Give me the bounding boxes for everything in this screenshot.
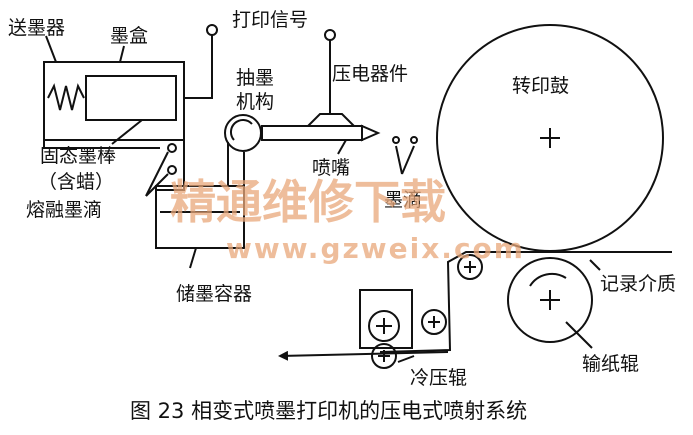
label-ink-box: 墨盒 [110, 25, 148, 47]
media-path [379, 251, 672, 353]
label-ink-reservoir: 储墨容器 [176, 283, 252, 305]
label-nozzle: 喷嘴 [312, 157, 350, 179]
ink-drop-2 [410, 136, 418, 144]
label-solid-ink-1: 固态墨棒 [40, 145, 116, 167]
solid-ink-stick [85, 75, 177, 121]
piezo-terminal [324, 29, 336, 41]
watermark-text: 精通维修下载 [170, 175, 446, 229]
watermark-url: www.gzweix.com [226, 232, 525, 265]
nozzle-tip [361, 124, 381, 142]
guide-roller [457, 254, 483, 280]
print-signal-terminal [206, 24, 218, 36]
label-piezo: 压电器件 [332, 63, 408, 85]
cold-press-roller-top [368, 310, 400, 342]
label-media: 记录介质 [600, 273, 676, 295]
molten-drop-1 [167, 143, 177, 153]
cold-press-roller-right [421, 309, 447, 335]
label-print-signal: 打印信号 [232, 9, 308, 31]
signal-line [184, 34, 213, 99]
figure-caption: 图 23 相变式喷墨打印机的压电式喷射系统 [130, 399, 527, 423]
ink-box [43, 61, 185, 141]
label-ink-feeder: 送墨器 [8, 17, 65, 39]
ink-feeder-spring [47, 83, 85, 111]
ink-reservoir [155, 185, 245, 249]
nozzle-body [261, 125, 363, 141]
label-feed-roller: 输纸辊 [582, 353, 639, 375]
piezo-device [307, 113, 355, 127]
label-ink-drop: 墨滴 [384, 189, 422, 211]
label-solid-ink-2: （含蜡） [38, 171, 114, 193]
cold-press-frame [359, 289, 413, 349]
label-transfer-drum: 转印鼓 [512, 75, 569, 97]
feed-roller [507, 257, 593, 343]
cold-press-roller-bottom [371, 343, 397, 369]
ink-drop-1 [392, 136, 400, 144]
label-pump-mech-2: 机构 [236, 91, 274, 113]
label-pump-mech-1: 抽墨 [236, 67, 274, 89]
molten-drop-2 [167, 165, 177, 175]
label-cold-press: 冷压辊 [410, 367, 467, 389]
label-molten-ink: 熔融墨滴 [26, 199, 102, 221]
